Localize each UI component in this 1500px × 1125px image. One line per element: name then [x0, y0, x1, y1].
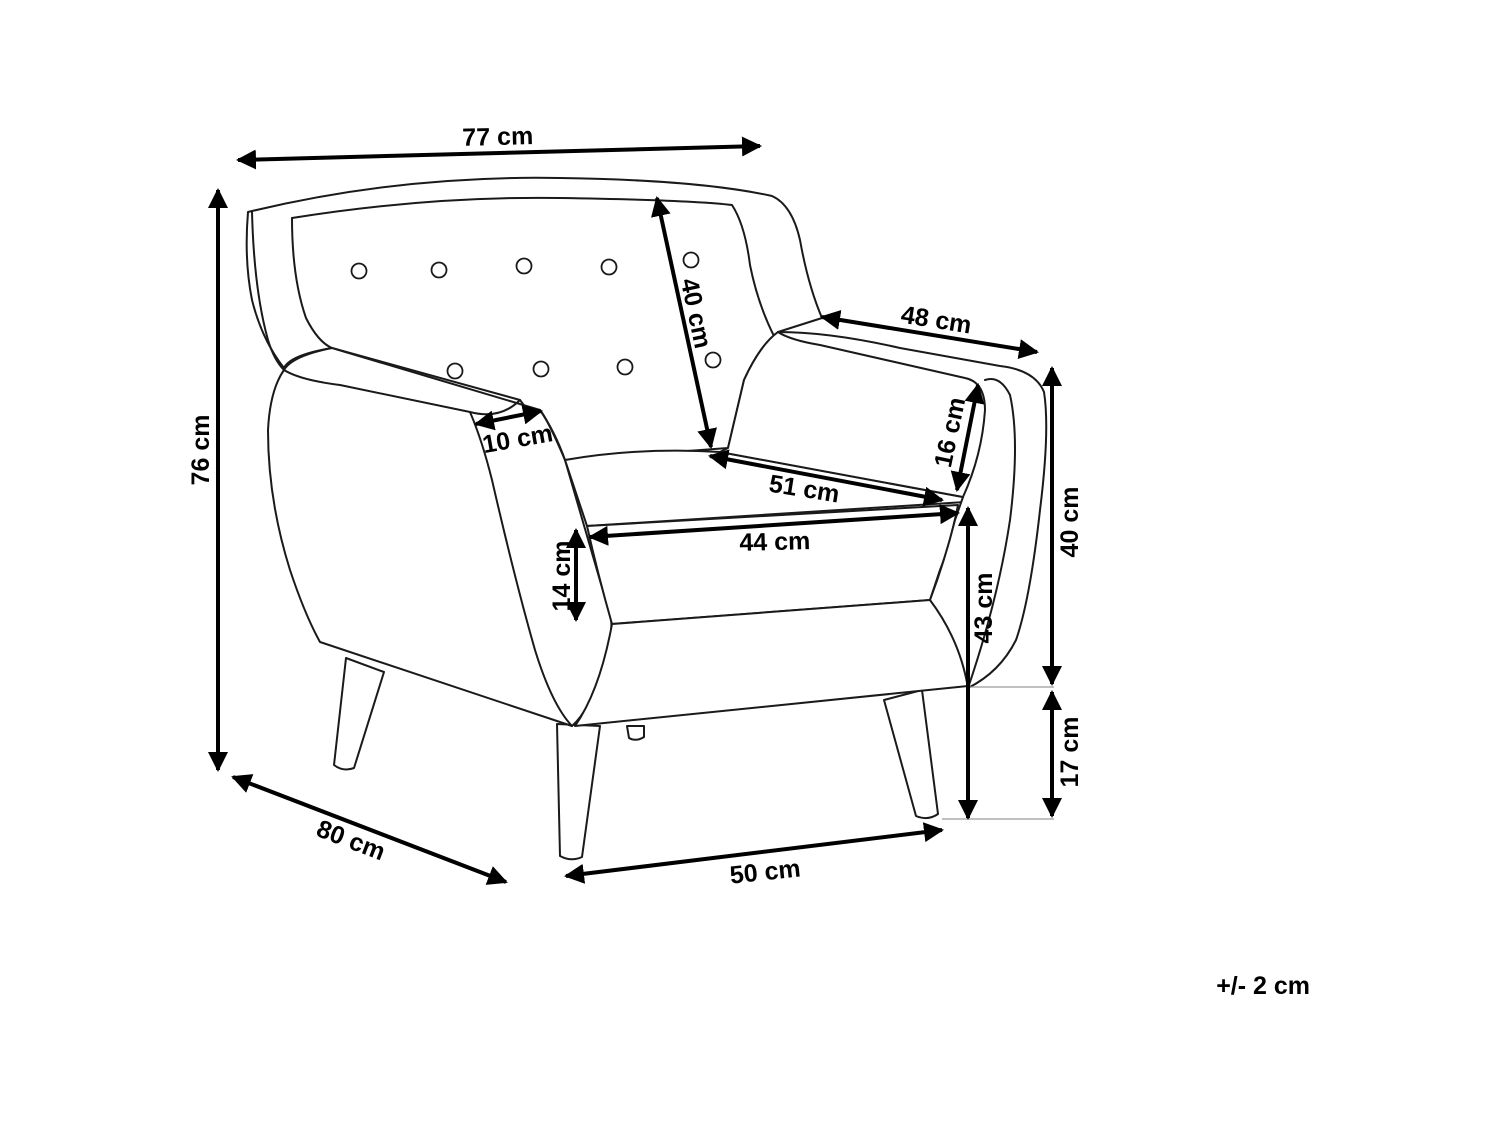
tolerance-note: +/- 2 cm [1216, 972, 1310, 1000]
arrow-overall-depth [231, 774, 508, 885]
arrow-seat-depth [708, 449, 944, 507]
tuft-button [532, 360, 550, 378]
tuft-button [682, 251, 700, 269]
left-arm-front-face [469, 411, 573, 727]
tuft-button [430, 261, 448, 279]
arrow-leg-span [564, 822, 944, 884]
label-armrest-depth: 48 cm [899, 301, 973, 340]
leg-back-hidden [626, 725, 645, 741]
label-seat-cushion-height: 14 cm [548, 541, 576, 612]
tuft-button [600, 258, 618, 276]
tuft-button [616, 358, 634, 376]
dimension-arrows [208, 136, 1062, 885]
tuft-button [350, 262, 368, 280]
right-arm-front-edge [967, 378, 1016, 689]
arrow-seat-width [588, 504, 960, 546]
armchair-drawing [245, 176, 1048, 861]
arrow-armrest-height [950, 383, 985, 492]
arrow-backrest-height [651, 196, 717, 449]
tuft-button [446, 362, 464, 380]
label-arm-height: 40 cm [1056, 487, 1084, 558]
tuft-button [704, 351, 722, 369]
label-overall-height: 76 cm [187, 415, 215, 486]
label-leg-height: 17 cm [1056, 717, 1084, 788]
leg-back-left [333, 657, 385, 771]
leg-front-left [556, 723, 601, 861]
arrow-armrest-width [474, 404, 543, 431]
leg-front-right [883, 689, 939, 820]
tuft-button [515, 257, 533, 275]
arrow-armrest-depth [820, 310, 1039, 359]
guide-lines [942, 686, 1054, 820]
back-left-ridge [251, 211, 285, 371]
label-seat-width: 44 cm [739, 527, 811, 557]
back-inner-left-edge [291, 217, 333, 349]
label-overall-width: 77 cm [462, 122, 534, 152]
label-leg-span: 50 cm [728, 854, 801, 889]
arrow-overall-width [236, 136, 762, 170]
label-seat-height: 43 cm [970, 573, 998, 644]
